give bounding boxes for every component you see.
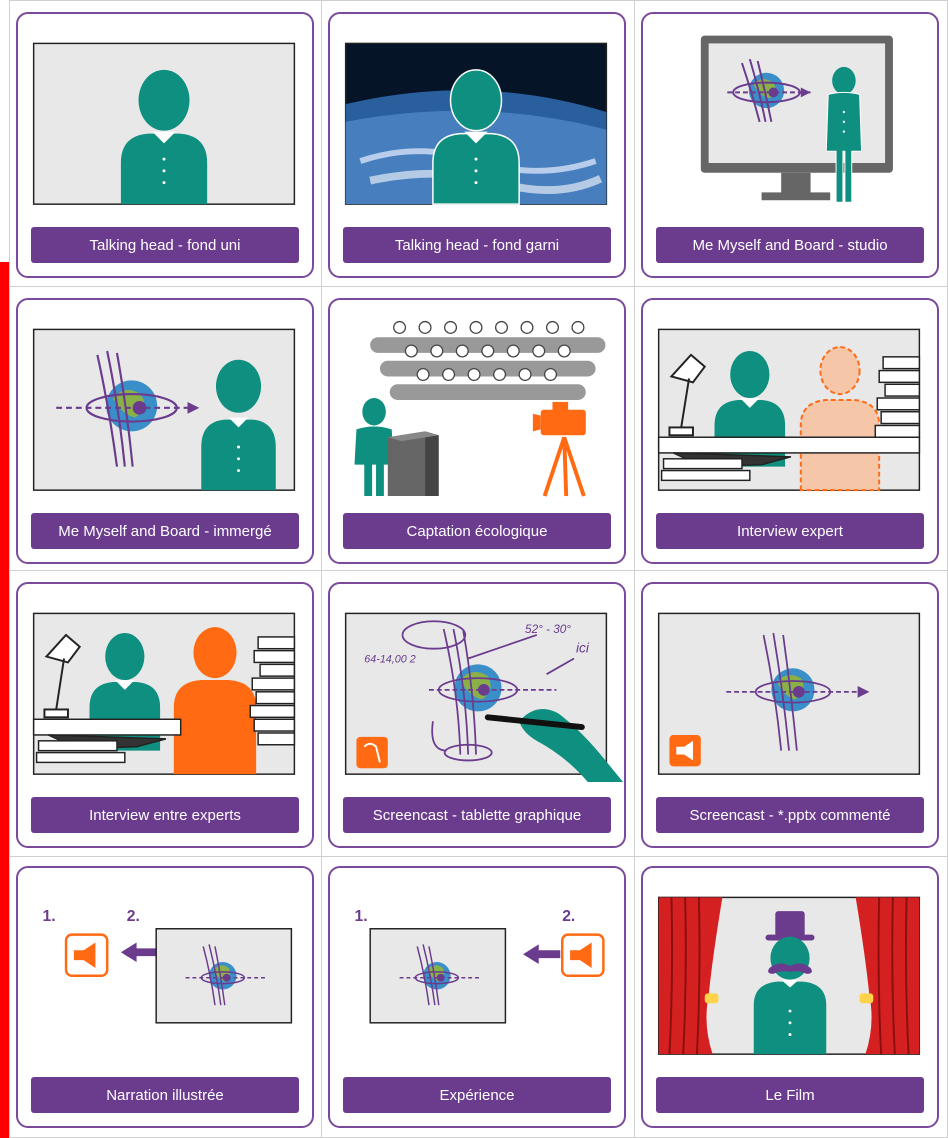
hand-with-pen-icon: [484, 708, 624, 782]
card-talking-head-background[interactable]: Talking head - fond garni: [328, 12, 626, 278]
card-screencast-tablet[interactable]: 64-14,00 2 52° - 30° ici Screencast - ta…: [328, 582, 626, 848]
scene-illustrated-narration: 1. 2.: [18, 868, 312, 1062]
book-stack-icon: [874, 356, 921, 438]
megaphone-icon: [669, 734, 701, 767]
board-word: ici: [576, 641, 590, 656]
step-2-label: 2.: [562, 908, 575, 925]
person-silhouette-icon: [173, 627, 257, 775]
podium-icon: [387, 431, 439, 497]
person-silhouette-icon: [120, 69, 208, 205]
card-label: Me Myself and Board - immergé: [31, 513, 299, 549]
card-experts-interview[interactable]: Interview entre experts: [16, 582, 314, 848]
book-stack-icon: [249, 636, 296, 746]
card-board-immersed[interactable]: Me Myself and Board - immergé: [16, 298, 314, 564]
scene-talking-head-plain: [18, 14, 312, 212]
stage-curtain-icon: [658, 897, 920, 1055]
step-1-label: 1.: [355, 908, 368, 925]
card-label: Talking head - fond garni: [343, 227, 611, 263]
card-label: Screencast - *.pptx commenté: [656, 797, 924, 833]
red-side-bar: [0, 262, 9, 1138]
step-2-label: 2.: [127, 908, 140, 925]
card-film[interactable]: Le Film: [641, 866, 939, 1128]
scene-screencast-pptx: [643, 584, 937, 782]
mustache-icon: [768, 963, 812, 974]
card-label: Le Film: [656, 1077, 924, 1113]
card-expert-interview[interactable]: Interview expert: [641, 298, 939, 564]
earth-globe-icon: [771, 668, 815, 712]
person-silhouette-icon: [825, 66, 863, 203]
card-talking-head-plain[interactable]: Talking head - fond uni: [16, 12, 314, 278]
card-label: Interview entre experts: [31, 797, 299, 833]
tripod-icon: [542, 436, 586, 497]
video-format-grid: Talking head - fond uni Talking head - f…: [9, 0, 948, 1138]
card-label: Interview expert: [656, 513, 924, 549]
card-label: Me Myself and Board - studio: [656, 227, 924, 263]
scene-board-immersed: [18, 300, 312, 498]
card-label: Talking head - fond uni: [31, 227, 299, 263]
card-screencast-pptx[interactable]: Screencast - *.pptx commenté: [641, 582, 939, 848]
field-lines-icon: [726, 632, 860, 751]
board-math-2: 52° - 30°: [525, 623, 571, 636]
card-eco-capture[interactable]: Captation écologique: [328, 298, 626, 564]
card-illustrated-narration[interactable]: 1. 2.: [16, 866, 314, 1128]
earth-globe-icon: [748, 72, 785, 109]
person-silhouette-icon: [753, 936, 827, 1055]
step-1-label: 1.: [43, 908, 56, 925]
scene-eco-capture: [330, 300, 624, 498]
audience-icon: [370, 320, 606, 400]
card-experience[interactable]: 1. 2.: [328, 866, 626, 1128]
scene-experience: 1. 2.: [330, 868, 624, 1062]
arrow-left-icon: [523, 944, 561, 965]
scene-film: [643, 868, 937, 1062]
person-silhouette-icon: [432, 69, 520, 205]
megaphone-icon: [64, 933, 109, 978]
pen-tablet-icon: [356, 736, 388, 769]
desk-lamp-icon: [668, 353, 707, 437]
card-label: Screencast - tablette graphique: [343, 797, 611, 833]
card-label: Narration illustrée: [31, 1077, 299, 1113]
person-silhouette-icon: [201, 359, 276, 491]
field-lines-icon: [401, 620, 575, 762]
scene-expert-interview: [643, 300, 937, 498]
earth-globe-icon: [209, 962, 237, 990]
video-camera-icon: [532, 401, 586, 436]
field-lines-icon: [56, 350, 196, 467]
desk: [657, 436, 921, 482]
card-label: Expérience: [343, 1077, 611, 1113]
desk-lamp-icon: [43, 633, 82, 719]
card-label: Captation écologique: [343, 513, 611, 549]
scene-experts-interview: [18, 584, 312, 782]
scene-talking-head-background: [330, 14, 624, 212]
earth-globe-icon: [423, 962, 451, 990]
person-silhouette-icon: [354, 398, 394, 497]
megaphone-icon: [561, 933, 605, 978]
arrow-left-icon: [120, 942, 159, 963]
scene-screencast-tablet: 64-14,00 2 52° - 30° ici: [330, 584, 624, 782]
card-board-studio[interactable]: Me Myself and Board - studio: [641, 12, 939, 278]
scene-board-studio: [643, 14, 937, 212]
board-math-1: 64-14,00 2: [364, 653, 415, 665]
